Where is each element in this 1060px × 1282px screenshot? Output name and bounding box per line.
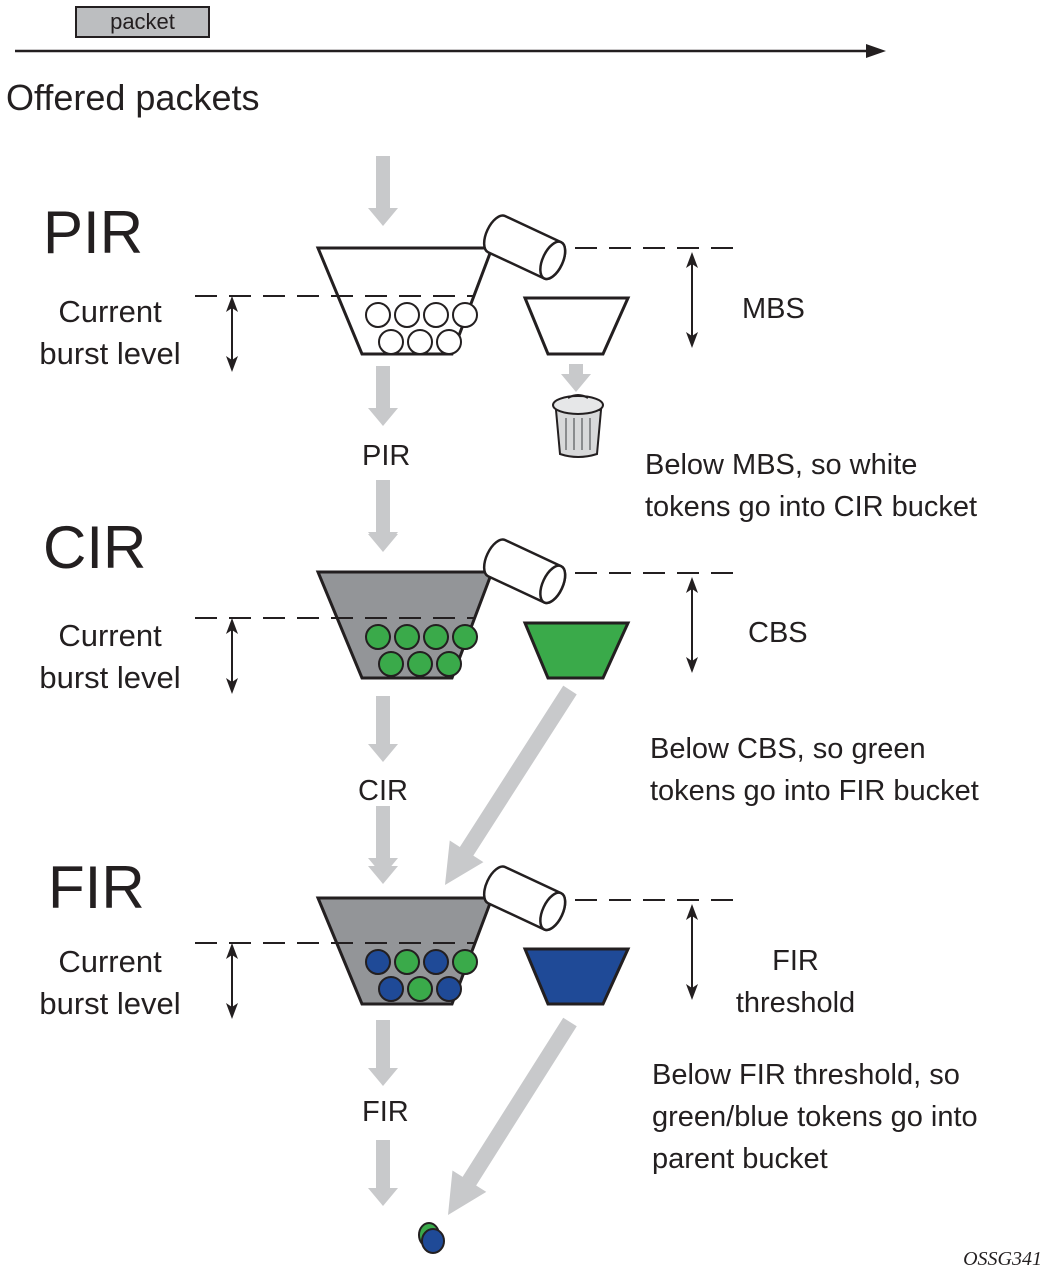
- note-fir: Below FIR threshold, so green/blue token…: [652, 1054, 978, 1180]
- arrow-cir-out: [368, 696, 398, 762]
- packet-box: packet: [75, 6, 210, 38]
- threshold-arrow-cir-head-down: [686, 657, 698, 673]
- overflow-bucket-pir: [522, 296, 631, 356]
- cylinder-end: [539, 891, 567, 932]
- token-green: [452, 949, 478, 975]
- threshold-label-mbs: MBS: [742, 293, 805, 325]
- token-blue: [378, 976, 404, 1002]
- burst-level-arrow-pir-head-down: [226, 356, 238, 372]
- token-green: [394, 949, 420, 975]
- burst-level-label-cir: Current burst level: [25, 615, 195, 699]
- token-white: [378, 329, 404, 355]
- burst-level-arrow-pir-head-up: [226, 296, 238, 312]
- note-line2: tokens go into CIR bucket: [645, 491, 978, 523]
- packet-label: packet: [110, 9, 175, 34]
- note-line3: parent bucket: [652, 1143, 828, 1175]
- arrow-to-trash: [561, 364, 591, 392]
- token-green: [436, 651, 462, 677]
- arrow-fir-out: [368, 1020, 398, 1086]
- cylinder-end: [539, 240, 567, 281]
- note-line2: green/blue tokens go into: [652, 1101, 978, 1133]
- inflow-arrow-pir: [368, 156, 398, 226]
- burst-level-label-fir: Current burst level: [25, 941, 195, 1025]
- token-green: [365, 624, 391, 650]
- token-green: [452, 624, 478, 650]
- token-white: [365, 302, 391, 328]
- token-blue: [436, 976, 462, 1002]
- pour-cylinder-pir: [482, 214, 567, 281]
- burst-label-line1: Current: [58, 294, 162, 329]
- token-white: [407, 329, 433, 355]
- token-blue: [365, 949, 391, 975]
- burst-label-line2: burst level: [39, 660, 181, 695]
- arrow-pir-out: [368, 366, 398, 426]
- pour-cylinder-cir: [482, 538, 567, 605]
- stage-title-pir: PIR: [43, 199, 144, 266]
- token-green: [378, 651, 404, 677]
- threshold-arrow-fir-head-down: [686, 984, 698, 1000]
- burst-level-arrow-fir-head-down: [226, 1003, 238, 1019]
- threshold-arrow-pir-head-down: [686, 332, 698, 348]
- cylinder-end: [539, 564, 567, 605]
- bucket-pir: [315, 246, 495, 356]
- token-green: [423, 624, 449, 650]
- token-white: [394, 302, 420, 328]
- rate-label-fir: FIR: [362, 1096, 409, 1128]
- note-line2: tokens go into FIR bucket: [650, 775, 979, 807]
- threshold-arrow-fir-head-up: [686, 904, 698, 920]
- arrow-to-cir: [368, 486, 398, 552]
- burst-level-label-pir: Current burst level: [25, 291, 195, 375]
- threshold-arrow-pir-head-up: [686, 252, 698, 268]
- threshold-arrow-cir-head-up: [686, 577, 698, 593]
- trash-lid: [552, 395, 604, 415]
- threshold-line2: threshold: [735, 987, 856, 1019]
- token-white: [423, 302, 449, 328]
- burst-label-line2: burst level: [39, 336, 181, 371]
- threshold-label-cbs: CBS: [748, 617, 808, 649]
- arrow-to-fir: [368, 816, 398, 884]
- token-white: [452, 302, 478, 328]
- threshold-line1: FIR: [772, 945, 819, 977]
- trash-handle: [567, 394, 589, 399]
- overflow-bucket-cir: [522, 621, 631, 680]
- rate-label-cir: CIR: [358, 775, 408, 807]
- trash-can-icon: [552, 394, 604, 458]
- burst-level-arrow-cir-head-up: [226, 618, 238, 634]
- token-white: [436, 329, 462, 355]
- token-blue: [423, 949, 449, 975]
- note-line1: Below CBS, so green: [650, 733, 926, 765]
- burst-level-arrow-fir-head-up: [226, 943, 238, 959]
- burst-label-line2: burst level: [39, 986, 181, 1021]
- offered-packets-label: Offered packets: [6, 77, 260, 118]
- note-line1: Below MBS, so white: [645, 449, 918, 481]
- arrow-tokens-to-parent: [448, 1017, 577, 1215]
- rate-label-pir: PIR: [362, 440, 411, 472]
- timeline-arrowhead: [866, 44, 886, 58]
- note-cbs: Below CBS, so green tokens go into FIR b…: [650, 728, 979, 812]
- figure-id: OSSG341: [963, 1248, 1042, 1270]
- burst-label-line1: Current: [58, 944, 162, 979]
- token-green: [407, 976, 433, 1002]
- token-green: [394, 624, 420, 650]
- burst-level-arrow-cir-head-down: [226, 678, 238, 694]
- pour-cylinder-fir: [482, 865, 567, 932]
- trash-body: [554, 409, 603, 458]
- arrow-green-to-fir: [445, 685, 577, 885]
- parent-token-blue: [421, 1228, 445, 1254]
- note-mbs: Below MBS, so white tokens go into CIR b…: [645, 444, 977, 528]
- token-green: [407, 651, 433, 677]
- stage-title-cir: CIR: [43, 514, 147, 581]
- arrow-to-parent: [368, 1140, 398, 1206]
- overflow-bucket-fir: [522, 947, 631, 1006]
- threshold-label-fir: FIR threshold: [723, 940, 868, 1024]
- burst-label-line1: Current: [58, 618, 162, 653]
- note-line1: Below FIR threshold, so: [652, 1059, 960, 1091]
- stage-title-fir: FIR: [48, 854, 145, 921]
